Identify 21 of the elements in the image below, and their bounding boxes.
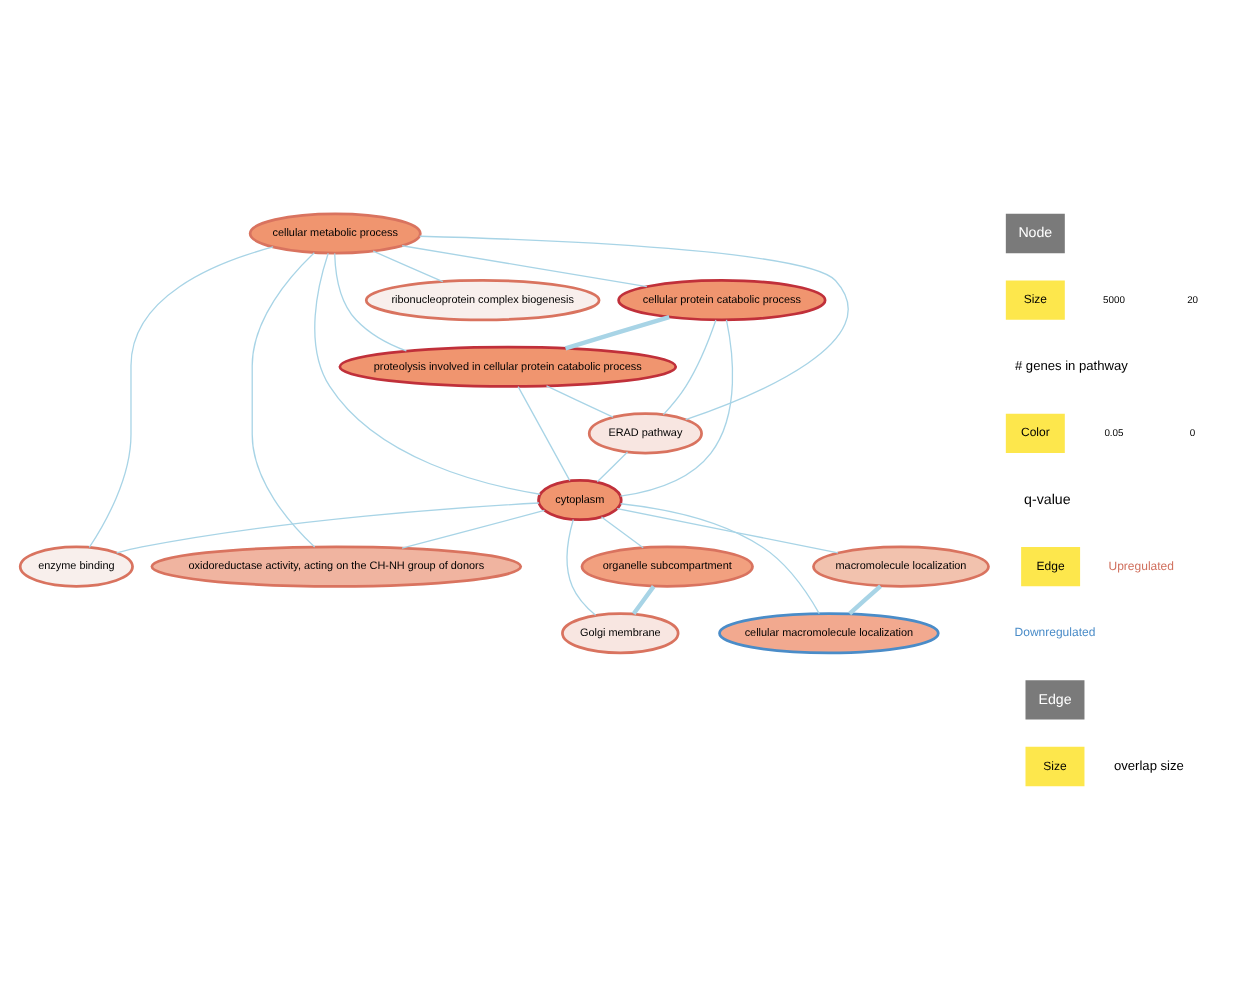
connector <box>88 245 274 548</box>
connector <box>314 251 541 494</box>
connector <box>564 313 670 350</box>
connector <box>596 450 629 482</box>
connector <box>566 517 597 616</box>
connector <box>631 584 656 615</box>
connector <box>619 318 734 496</box>
connector <box>334 251 408 351</box>
connector <box>600 515 644 548</box>
connector <box>401 244 648 287</box>
connector <box>372 249 444 282</box>
connector <box>662 318 717 415</box>
connector <box>419 234 849 420</box>
connector <box>401 508 546 548</box>
connector <box>848 583 882 615</box>
connector <box>545 384 614 417</box>
connector <box>517 384 571 481</box>
connector <box>116 501 540 553</box>
connector <box>619 502 820 614</box>
connector <box>251 251 316 547</box>
connector <box>616 506 839 553</box>
